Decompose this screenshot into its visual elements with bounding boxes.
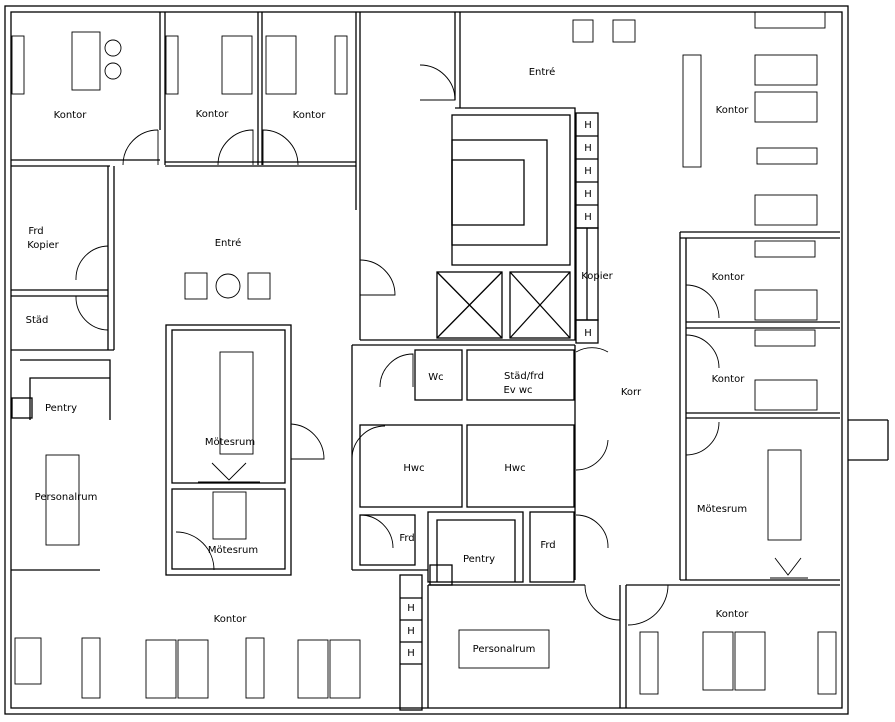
room-label: Kopier — [27, 240, 59, 251]
room-label: Mötesrum — [208, 545, 258, 556]
room-label: Hwc — [403, 463, 424, 474]
room-label: Korr — [621, 387, 642, 398]
room-label: Entré — [529, 66, 556, 78]
h-label: H — [584, 143, 592, 154]
room-label: Frd — [399, 533, 414, 544]
room-label: Hwc — [504, 463, 525, 474]
room-label: Kontor — [712, 272, 746, 283]
room-label: Frd — [540, 540, 555, 551]
room-label: Kopier — [581, 271, 613, 282]
room-label: Ev wc — [503, 385, 532, 396]
room-label: Mötesrum — [697, 504, 747, 515]
interior-walls — [11, 12, 840, 711]
h-label: H — [584, 166, 592, 177]
room-label: Wc — [428, 372, 443, 383]
doors — [75, 64, 720, 626]
room-label: Kontor — [716, 105, 750, 116]
h-label: H — [407, 603, 415, 614]
h-label: H — [407, 648, 415, 659]
h-label: H — [407, 626, 415, 637]
room-label: Kontor — [54, 110, 88, 121]
h-label: H — [584, 328, 592, 339]
h-labels: H H H H H H H H H — [407, 120, 592, 659]
outer-walls — [4, 5, 889, 715]
room-label: Kontor — [716, 609, 750, 620]
room-label: Frd — [28, 226, 43, 237]
furniture — [11, 11, 837, 699]
room-label: Pentry — [45, 403, 77, 414]
room-labels: Kontor Kontor Kontor Entré Kontor Frd Ko… — [26, 66, 750, 655]
room-label: Entré — [215, 237, 242, 249]
room-label: Personalrum — [473, 644, 536, 655]
room-label: Kontor — [214, 614, 248, 625]
room-label: Pentry — [463, 554, 495, 565]
room-label: Kontor — [293, 110, 327, 121]
room-label: Städ — [26, 315, 49, 326]
room-label: Personalrum — [35, 492, 98, 503]
room-label: Städ/frd — [504, 371, 544, 382]
room-label: Mötesrum — [205, 437, 255, 448]
room-label: Kontor — [712, 374, 746, 385]
room-label: Kontor — [196, 109, 230, 120]
h-label: H — [584, 189, 592, 200]
h-label: H — [584, 120, 592, 131]
h-label: H — [584, 212, 592, 223]
